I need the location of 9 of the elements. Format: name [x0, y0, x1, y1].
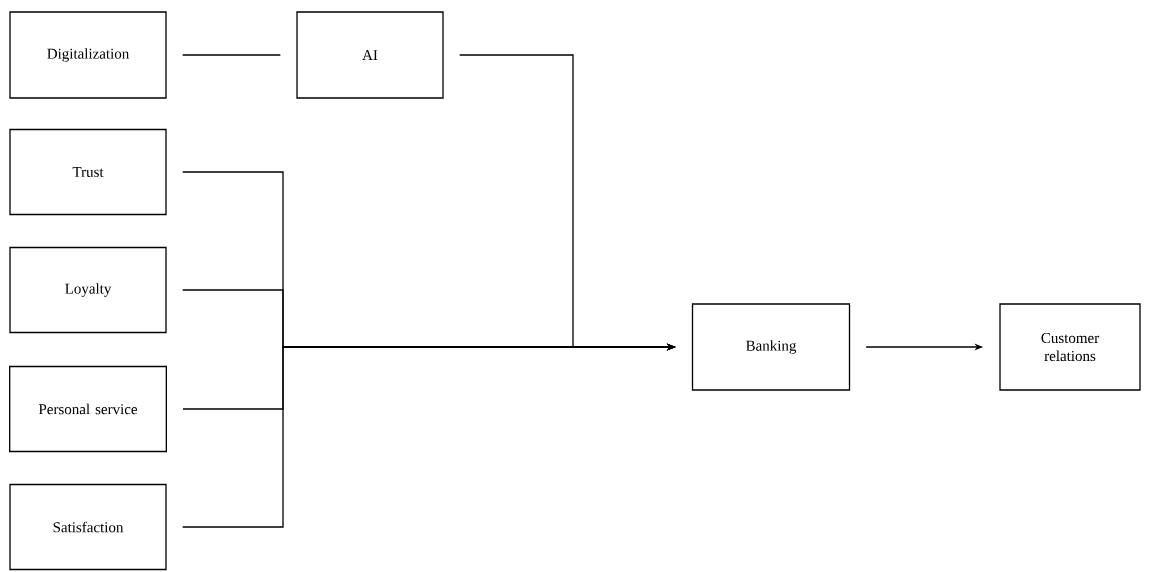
connector	[182, 54, 281, 56]
box: Customer relations	[999, 303, 1141, 391]
box: Digitalization	[9, 11, 167, 99]
box: Loyalty	[9, 246, 167, 334]
box: Satisfaction	[9, 483, 167, 571]
box: Banking	[691, 303, 851, 391]
box: Trust	[9, 128, 167, 216]
box: AI	[296, 11, 444, 99]
box: Personal service	[9, 365, 167, 453]
